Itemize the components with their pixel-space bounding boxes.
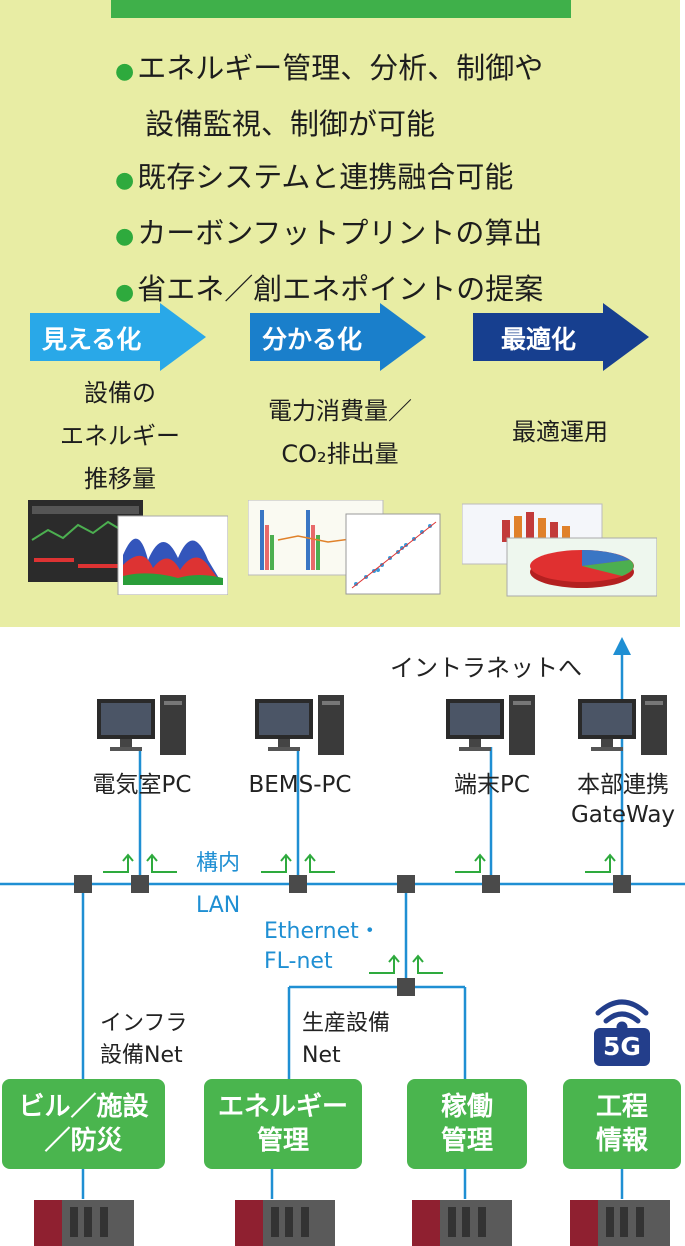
desktop-pc-icon bbox=[255, 695, 344, 755]
stage-arrow-visualize: 見える化 bbox=[30, 303, 206, 371]
stage-desc-visualize: 設備の エネルギー 推移量 bbox=[60, 379, 180, 493]
stage-arrow-optimize: 最適化 bbox=[473, 303, 649, 371]
pc-label-terminal: 端末PC bbox=[454, 772, 530, 798]
stage-desc-understand: 電力消費量／ CO₂排出量 bbox=[268, 397, 412, 468]
network-diagram bbox=[0, 637, 685, 1246]
lan-label-top: 構内 bbox=[196, 851, 241, 876]
pc-label-gateway: 本部連携 GateWay bbox=[570, 772, 676, 828]
arrow-up-icon bbox=[613, 637, 631, 655]
system-box-operation: 稼働管理 bbox=[407, 1079, 527, 1169]
bullet-icon: ● bbox=[115, 224, 135, 249]
feature-item: ●既存システムと連携融合可能 bbox=[115, 160, 514, 194]
feature-item: ●カーボンフットプリントの算出 bbox=[115, 216, 543, 250]
plc-device-icon bbox=[34, 1200, 134, 1246]
system-box-building: ビル／施設／防災 bbox=[2, 1079, 165, 1169]
dashboard-thumbnail bbox=[28, 500, 228, 595]
stage-arrow-understand: 分かる化 bbox=[250, 303, 426, 371]
bullet-icon: ● bbox=[115, 280, 135, 305]
production-net-label: 生産設備 Net bbox=[302, 1011, 391, 1068]
optimization-thumbnail bbox=[462, 503, 657, 597]
feature-item: 設備監視、制御が可能 bbox=[145, 107, 436, 141]
5g-badge: 5G bbox=[594, 1028, 650, 1066]
feature-item: ●エネルギー管理、分析、制御や bbox=[115, 51, 544, 85]
lan-label-bottom: LAN bbox=[196, 893, 241, 918]
title-bar bbox=[111, 0, 571, 18]
pc-label-bems: BEMS-PC bbox=[248, 772, 352, 798]
analysis-thumbnail bbox=[248, 500, 441, 595]
bullet-icon: ● bbox=[115, 59, 135, 84]
system-box-process: 工程情報 bbox=[563, 1079, 681, 1169]
ethernet-label-bottom: FL-net bbox=[264, 949, 333, 974]
feature-item: ●省エネ／創エネポイントの提案 bbox=[115, 272, 544, 306]
intranet-label: イントラネットへ bbox=[390, 654, 582, 682]
desktop-pc-icon bbox=[97, 695, 186, 755]
desktop-pc-icon bbox=[578, 695, 667, 755]
plc-device-icon bbox=[570, 1200, 670, 1246]
ethernet-label-top: Ethernet・ bbox=[264, 919, 381, 944]
wifi-icon bbox=[595, 999, 649, 1033]
plc-device-icon bbox=[235, 1200, 335, 1246]
plc-device-icon bbox=[412, 1200, 512, 1246]
desktop-pc-icon bbox=[446, 695, 535, 755]
bullet-icon: ● bbox=[115, 168, 135, 193]
system-box-energy: エネルギー管理 bbox=[204, 1079, 362, 1169]
feature-list: ●エネルギー管理、分析、制御や 設備監視、制御が可能 ●既存システムと連携融合可… bbox=[115, 42, 543, 319]
infra-net-label: インフラ 設備Net bbox=[100, 1011, 188, 1068]
stage-desc-optimize: 最適運用 bbox=[512, 418, 608, 446]
pc-label-electrical-room: 電気室PC bbox=[92, 772, 192, 798]
